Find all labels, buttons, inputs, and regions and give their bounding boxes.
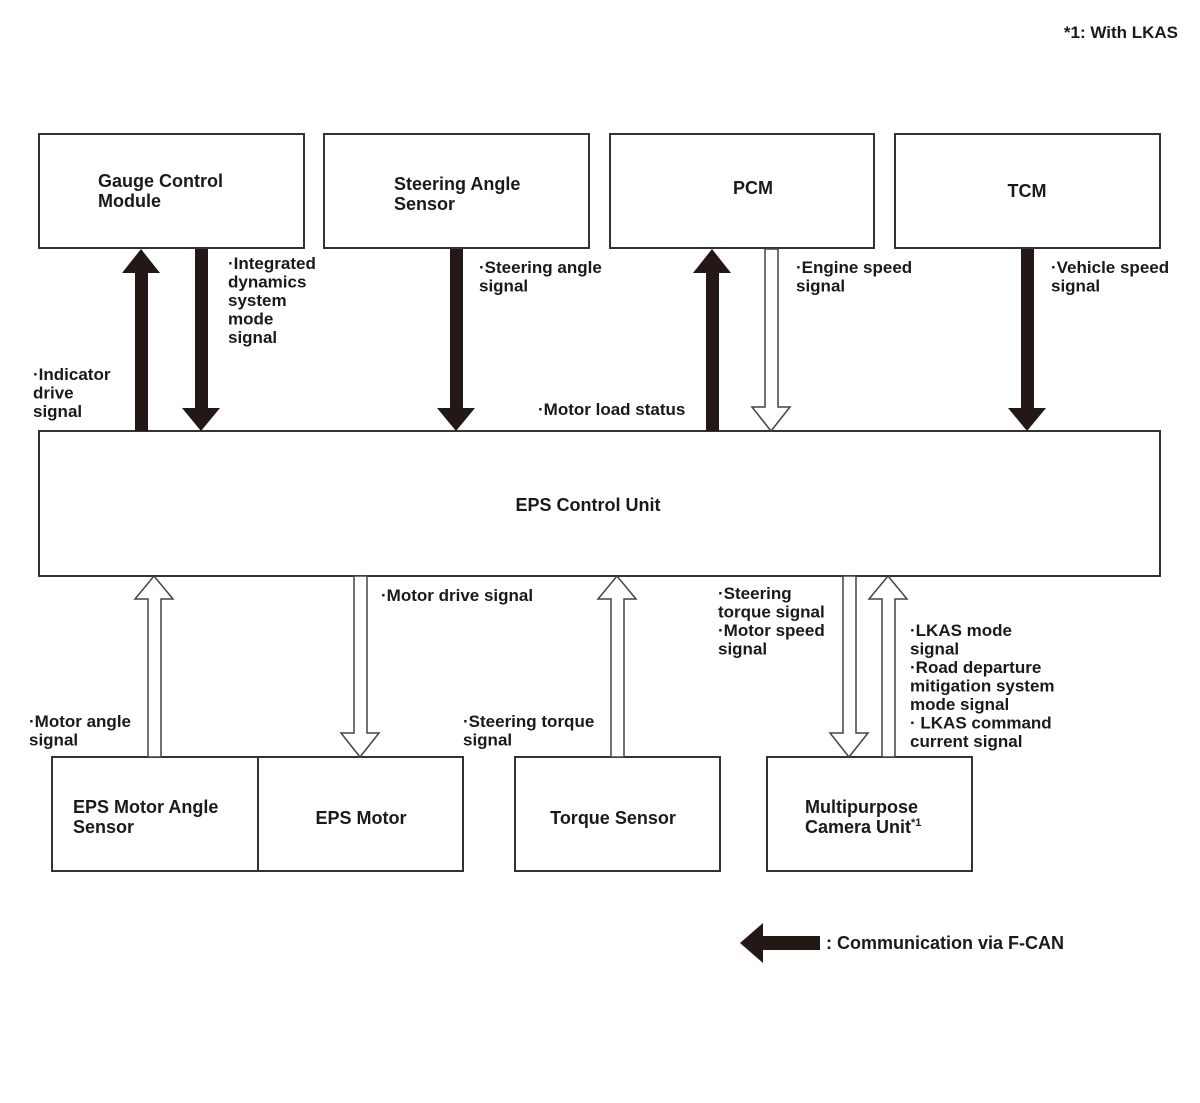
motor-angle-box-line-1: EPS Motor Angle	[73, 797, 218, 817]
indicator-drive-label: ·Indicator drive signal	[33, 365, 115, 421]
steering-angle-sensor-box: Steering Angle Sensor	[323, 133, 590, 249]
camera-box-line-1: Multipurpose	[805, 797, 918, 817]
motor-drive-label: ·Motor drive signal	[381, 586, 533, 605]
svg-text:Gauge Control Module: Gauge Control Module	[98, 171, 228, 211]
gauge-control-module-box: Gauge Control Module	[38, 133, 305, 249]
motor-drive-arrow	[339, 575, 381, 759]
pcm-box: PCM	[609, 133, 875, 249]
engine-speed-arrow	[750, 248, 792, 433]
steering-angle-box-line-2: Sensor	[394, 194, 455, 214]
svg-text:EPS Motor Angle Sensor: EPS Motor Angle Sensor	[73, 797, 223, 837]
svg-text:Steering Angle Sensor: Steering Angle Sensor	[394, 174, 525, 214]
legend-label: : Communication via F-CAN	[826, 933, 1064, 953]
steering-angle-arrow	[437, 249, 475, 431]
camera-superscript: *1	[911, 817, 921, 829]
eps-control-unit-box: EPS Control Unit	[38, 430, 1161, 577]
steering-torque-arrow	[596, 574, 638, 758]
gauge-box-line-2: Module	[98, 191, 161, 211]
legend: : Communication via F-CAN	[740, 923, 1064, 963]
engine-speed-label: ·Engine speed signal	[796, 258, 917, 296]
motor-load-status-label: ·Motor load status	[538, 400, 685, 419]
multipurpose-camera-box: Multipurpose Camera Unit*1	[766, 756, 973, 872]
vehicle-speed-label: ·Vehicle speed signal	[1051, 258, 1174, 296]
eps-motor-box: EPS Motor	[257, 756, 464, 872]
pcm-label: PCM	[733, 178, 773, 198]
torque-sensor-box: Torque Sensor	[514, 756, 721, 872]
indicator-drive-arrow	[122, 249, 160, 431]
steering-torque-label: ·Steering torque signal	[463, 712, 599, 750]
lkas-signals-label: ·LKAS mode signal ·Road departure mitiga…	[910, 621, 1059, 751]
vehicle-speed-arrow	[1008, 249, 1046, 431]
camera-box-line-2: Camera Unit	[805, 817, 911, 837]
legend-arrow-icon	[740, 923, 820, 963]
footnote: *1: With LKAS	[1064, 23, 1178, 42]
lkas-signals-arrow	[867, 574, 909, 758]
eps-motor-angle-sensor-box: EPS Motor Angle Sensor	[51, 756, 259, 872]
eps-control-unit-label: EPS Control Unit	[516, 495, 661, 515]
torque-motor-speed-label: ·Steering torque signal ·Motor speed sig…	[718, 584, 829, 659]
integrated-dynamics-arrow	[182, 249, 220, 431]
eps-motor-label: EPS Motor	[315, 808, 406, 828]
tcm-box: TCM	[894, 133, 1161, 249]
motor-angle-label: ·Motor angle signal	[29, 712, 136, 750]
torque-motor-speed-arrow	[828, 575, 870, 759]
tcm-label: TCM	[1008, 181, 1047, 201]
steering-angle-box-line-1: Steering Angle	[394, 174, 520, 194]
motor-load-status-arrow	[693, 249, 731, 431]
svg-text:Multipurpose Camera Unit: Multipurpose Camera Unit*1	[805, 797, 923, 837]
motor-angle-arrow	[133, 574, 175, 758]
torque-sensor-label: Torque Sensor	[550, 808, 676, 828]
integrated-dynamics-label: ·Integrated dynamics system mode signal	[228, 254, 321, 347]
motor-angle-box-line-2: Sensor	[73, 817, 134, 837]
gauge-box-line-1: Gauge Control	[98, 171, 223, 191]
steering-angle-label: ·Steering angle signal	[479, 258, 607, 296]
